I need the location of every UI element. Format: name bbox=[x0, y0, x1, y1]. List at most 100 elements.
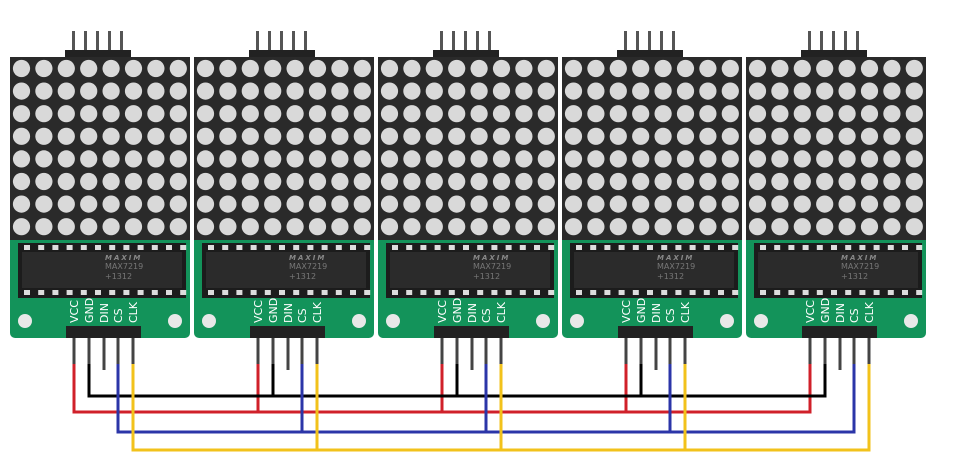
pin-wire-tip bbox=[455, 364, 459, 370]
led-dot bbox=[353, 195, 371, 213]
led-dot bbox=[515, 195, 533, 213]
led-dot bbox=[654, 127, 672, 145]
led-dot bbox=[403, 82, 421, 100]
led-dot bbox=[748, 150, 767, 168]
led-dot bbox=[676, 172, 695, 191]
led-dot bbox=[564, 218, 583, 236]
led-dot bbox=[676, 127, 695, 145]
led-dot bbox=[905, 150, 923, 168]
led-dot bbox=[80, 105, 98, 123]
chip-pin bbox=[137, 290, 144, 295]
led-dot bbox=[515, 82, 533, 100]
led-dot bbox=[241, 105, 259, 123]
pin-label-cs: CS bbox=[112, 308, 125, 323]
wires bbox=[72, 368, 871, 452]
led-dot bbox=[219, 59, 237, 78]
pin-label-din: DIN bbox=[834, 303, 847, 323]
chip-pin bbox=[534, 290, 540, 295]
led-dot bbox=[587, 105, 605, 123]
chip-pin bbox=[52, 245, 59, 250]
led-dot bbox=[286, 172, 304, 191]
led-dot bbox=[57, 195, 75, 213]
led-dot bbox=[609, 127, 627, 145]
chip-pin bbox=[180, 290, 187, 295]
led-dot bbox=[793, 105, 811, 123]
chip-pin bbox=[279, 245, 285, 250]
top-header-pin bbox=[120, 31, 123, 57]
led-dot bbox=[331, 127, 349, 145]
led-dot bbox=[537, 59, 555, 78]
led-dot bbox=[35, 218, 53, 236]
led-dot bbox=[353, 105, 371, 123]
chip-body bbox=[206, 252, 366, 288]
led-dot bbox=[353, 218, 371, 236]
led-dot bbox=[448, 59, 466, 78]
led-dot bbox=[35, 172, 53, 191]
led-dot bbox=[748, 218, 767, 236]
led-dot bbox=[286, 59, 304, 78]
led-dot bbox=[632, 105, 650, 123]
led-dot bbox=[676, 82, 695, 100]
led-dot bbox=[448, 127, 466, 145]
chip-pin bbox=[802, 290, 809, 295]
led-dot bbox=[537, 150, 555, 168]
led-dot bbox=[380, 172, 399, 191]
led-dot bbox=[860, 127, 879, 145]
led-dot bbox=[515, 218, 533, 236]
pin-label-din: DIN bbox=[98, 303, 111, 323]
led-dot bbox=[124, 195, 143, 213]
led-dot bbox=[353, 150, 371, 168]
chip-pin bbox=[392, 290, 398, 295]
led-dot bbox=[124, 59, 143, 78]
chip-pin bbox=[576, 245, 582, 250]
led-dot bbox=[264, 105, 282, 123]
led-dot bbox=[771, 218, 789, 236]
chip-pin bbox=[434, 245, 441, 250]
led-dot bbox=[147, 172, 165, 191]
led-dot bbox=[241, 127, 259, 145]
led-dot bbox=[219, 218, 237, 236]
top-header-pin bbox=[672, 31, 675, 57]
led-dot bbox=[609, 150, 627, 168]
led-dot bbox=[748, 172, 767, 191]
pin-wire-tip bbox=[87, 364, 91, 370]
led-dot bbox=[12, 105, 31, 123]
chip-part-label: MAX7219 bbox=[657, 262, 695, 271]
led-dot bbox=[883, 105, 901, 123]
led-dot bbox=[771, 105, 789, 123]
led-dot bbox=[147, 59, 165, 78]
led-dot bbox=[425, 195, 443, 213]
led-dot bbox=[632, 150, 650, 168]
top-header-pin bbox=[96, 31, 99, 57]
top-header-pin bbox=[636, 31, 639, 57]
pin-wire-tip bbox=[315, 364, 319, 370]
top-header-pin bbox=[820, 31, 823, 57]
led-dot bbox=[564, 59, 583, 78]
top-header-pin bbox=[624, 31, 627, 57]
chip-pin bbox=[718, 245, 724, 250]
led-dot bbox=[124, 150, 143, 168]
chip-pin bbox=[760, 245, 766, 250]
led-dot bbox=[264, 172, 282, 191]
mounting-hole bbox=[352, 314, 366, 328]
chip-pin bbox=[166, 245, 172, 250]
led-dot bbox=[721, 127, 739, 145]
chip-pin bbox=[788, 290, 795, 295]
led-dot bbox=[57, 82, 75, 100]
chip-pin bbox=[845, 245, 852, 250]
led-dot bbox=[587, 59, 605, 78]
led-dot bbox=[816, 218, 834, 236]
led-dot bbox=[905, 127, 923, 145]
led-dot bbox=[793, 82, 811, 100]
led-dot bbox=[425, 105, 443, 123]
led-dot bbox=[838, 82, 856, 100]
chip-pin bbox=[406, 290, 413, 295]
chip-pin bbox=[335, 245, 342, 250]
led-dot bbox=[219, 195, 237, 213]
pin-label-vcc: VCC bbox=[620, 300, 633, 323]
chip-pin bbox=[236, 290, 243, 295]
chip-pin bbox=[916, 245, 923, 250]
led-dot bbox=[771, 127, 789, 145]
